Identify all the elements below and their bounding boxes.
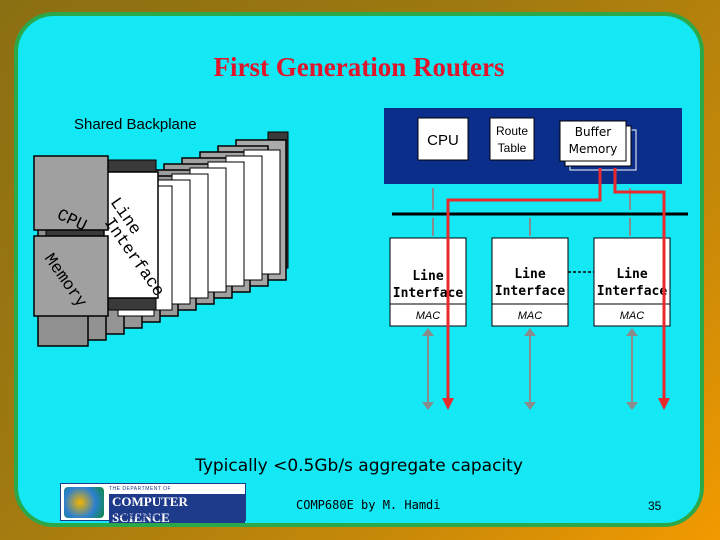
line-card-1-line: Line bbox=[412, 269, 443, 284]
line-card-3-mac: MAC bbox=[620, 310, 645, 322]
line-card-1-interface: Interface bbox=[393, 286, 464, 301]
buffer-memory-box bbox=[559, 120, 627, 162]
line-card-3-line: Line bbox=[616, 267, 647, 282]
slide-title: First Generation Routers bbox=[213, 52, 505, 82]
page-number: 35 bbox=[648, 499, 662, 513]
capacity-caption: Typically <0.5Gb/s aggregate capacity bbox=[195, 456, 523, 476]
cpu-label: CPU bbox=[427, 132, 459, 149]
line-card-3 bbox=[593, 237, 671, 327]
cpu-box bbox=[417, 117, 469, 161]
logo-dept-text: THE DEPARTMENT OF bbox=[109, 486, 172, 492]
line-card-2-interface: Interface bbox=[495, 284, 566, 299]
buffer-label-1: Buffer bbox=[575, 125, 611, 139]
hkust-cs-logo: THE DEPARTMENT OF COMPUTER SCIENCE 計算機科學… bbox=[60, 483, 246, 523]
shared-backplane-label: Shared Backplane bbox=[74, 116, 197, 133]
buffer-label-2: Memory bbox=[569, 142, 618, 156]
footer-author: COMP680E by M. Hamdi bbox=[296, 498, 441, 512]
route-table-label-1: Route bbox=[496, 124, 528, 138]
line-card-1-mac: MAC bbox=[416, 310, 441, 322]
line-card-2-mac: MAC bbox=[518, 310, 543, 322]
line-card-1 bbox=[389, 237, 467, 327]
logo-emblem-icon bbox=[64, 487, 104, 518]
route-table-label-2: Table bbox=[498, 141, 527, 155]
logo-chinese-text: 計算機科學系 bbox=[109, 511, 157, 520]
route-table-box bbox=[489, 117, 535, 161]
backplane-cards bbox=[33, 131, 289, 347]
logo-cs-text: COMPUTER SCIENCE bbox=[109, 494, 245, 523]
line-card-3-interface: Interface bbox=[597, 284, 668, 299]
packet-data-path bbox=[446, 168, 666, 400]
logo-hkust-text: HKUST bbox=[208, 510, 236, 519]
line-card-2-line: Line bbox=[514, 267, 545, 282]
line-card-2 bbox=[491, 237, 569, 327]
